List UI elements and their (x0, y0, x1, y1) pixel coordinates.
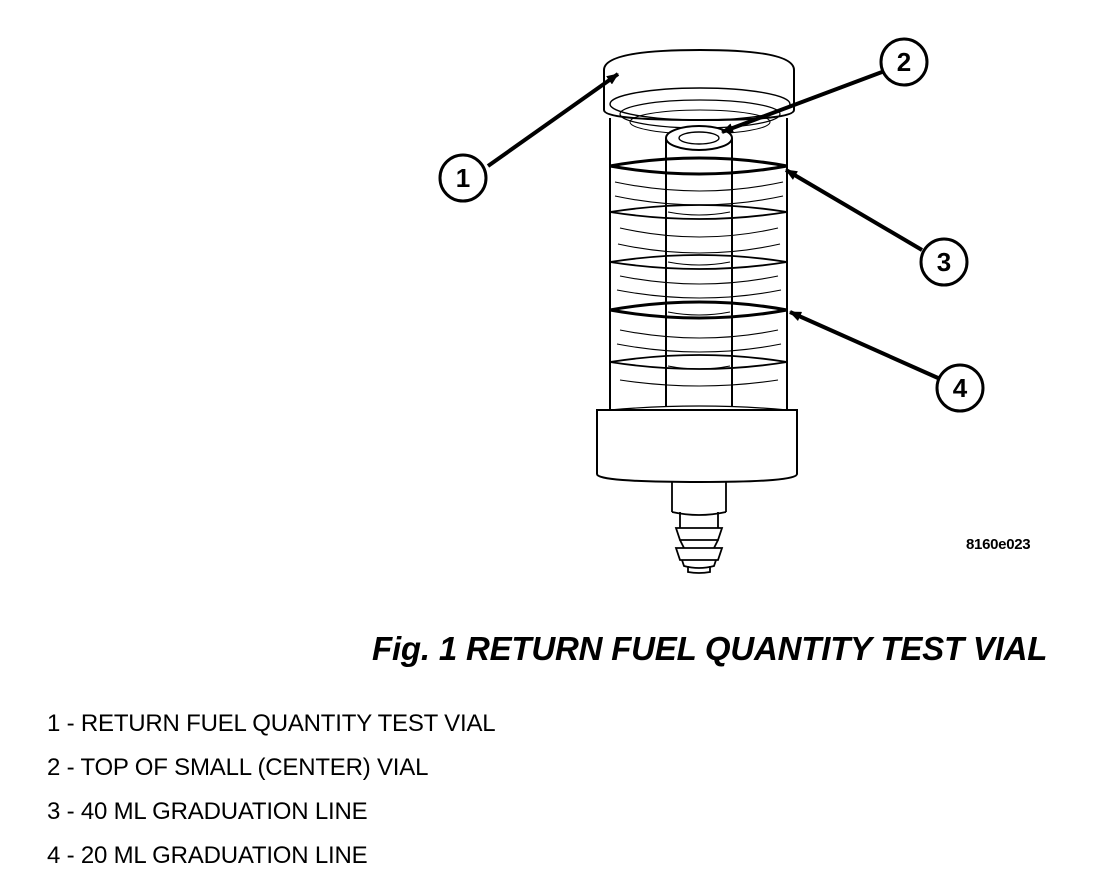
vial-top-cap (603, 48, 795, 122)
leader-arrows (486, 70, 939, 380)
graduation-line-40ml (609, 156, 788, 176)
legend-item-4: 4 - 20 ML GRADUATION LINE (47, 842, 368, 869)
callout-1-number: 1 (456, 163, 470, 193)
hose-fitting (671, 482, 727, 574)
vial-base (596, 405, 798, 484)
callout-3: 3 (919, 237, 969, 287)
leader-arrow-3 (784, 168, 924, 252)
callout-2: 2 (879, 37, 929, 87)
graduation-rings (609, 156, 788, 370)
legend-list: 1 - RETURN FUEL QUANTITY TEST VIAL 2 - T… (47, 707, 496, 883)
test-vial-diagram: 1 2 3 4 (438, 37, 985, 574)
callout-3-number: 3 (937, 247, 951, 277)
leader-arrow-2 (721, 70, 883, 134)
center-vial (665, 125, 733, 406)
leader-arrow-4 (789, 310, 939, 380)
callout-1: 1 (438, 153, 488, 203)
callout-4: 4 (935, 363, 985, 413)
figure-code: 8160e023 (966, 536, 1031, 553)
callout-4-number: 4 (953, 373, 968, 403)
legend-item-3: 3 - 40 ML GRADUATION LINE (47, 798, 368, 825)
inner-contours (614, 181, 784, 387)
legend-item-1: 1 - RETURN FUEL QUANTITY TEST VIAL (47, 710, 496, 737)
callout-2-number: 2 (897, 47, 911, 77)
legend-item-2: 2 - TOP OF SMALL (CENTER) VIAL (47, 754, 429, 781)
vial-drawing (596, 48, 798, 574)
figure-caption: Fig. 1 RETURN FUEL QUANTITY TEST VIAL (372, 630, 1048, 667)
graduation-line-20ml (609, 300, 788, 320)
leader-arrow-1 (486, 72, 620, 168)
